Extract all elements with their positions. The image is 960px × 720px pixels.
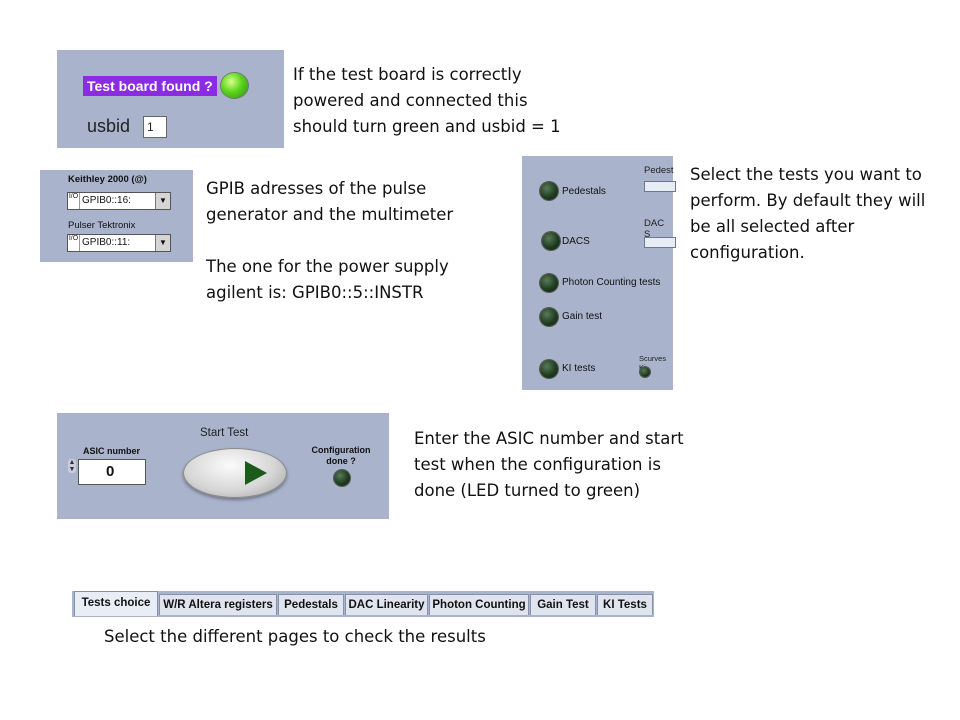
start-test-panel: ASIC number ▲▼ 0 Start Test Configuratio… [57, 413, 389, 519]
pedestals-toggle-led-icon[interactable] [540, 182, 558, 200]
configuration-done-label: Configuration done ? [311, 445, 371, 466]
pulser-address-select[interactable]: I/O GPIB0::11: ▼ [67, 234, 171, 252]
test-board-found-label: Test board found ? [83, 76, 217, 96]
test-board-panel: Test board found ? usbid 1 [57, 50, 284, 148]
dacs-toggle-led-icon[interactable] [542, 232, 560, 250]
usbid-label: usbid [87, 116, 131, 136]
tests-selection-panel: Pedestals DACS Photon Counting tests Gai… [522, 156, 676, 390]
caption-tests-selection: Select the tests you want to perform. By… [690, 165, 926, 262]
dac-field [644, 237, 676, 248]
keithley-address-value: GPIB0::16: [82, 195, 131, 206]
tab-pedestals[interactable]: Pedestals [278, 594, 344, 615]
configuration-done-led-icon [334, 470, 350, 486]
pedestals-test-label: Pedestals [562, 186, 606, 197]
tab-photon-counting[interactable]: Photon Counting [429, 594, 529, 615]
io-icon: I/O [68, 235, 80, 251]
asic-number-label: ASIC number [83, 446, 141, 456]
caption-gpib: GPIB adresses of the pulse generator and… [206, 179, 454, 302]
keithley-label: Keithley 2000 (@) [68, 174, 147, 185]
gain-test-toggle-led-icon[interactable] [540, 308, 558, 326]
test-board-led-icon [221, 73, 248, 98]
caption-test-board: If the test board is correctly powered a… [293, 65, 561, 136]
dac-field-label: DAC S [644, 218, 665, 240]
play-icon [245, 461, 267, 485]
photon-counting-toggle-led-icon[interactable] [540, 274, 558, 292]
tab-wr-altera-registers[interactable]: W/R Altera registers [159, 594, 277, 615]
results-tab-bar: Tests choice W/R Altera registers Pedest… [72, 591, 654, 617]
pulser-address-value: GPIB0::11: [82, 237, 131, 248]
usbid-field: 1 [143, 116, 167, 138]
ki-tests-label: KI tests [562, 363, 596, 374]
caption-start-test: Enter the ASIC number and start test whe… [414, 429, 684, 500]
pedestal-field-label: Pedest [644, 165, 674, 176]
tab-ki-tests[interactable]: KI Tests [597, 594, 653, 615]
keithley-address-select[interactable]: I/O GPIB0::16: ▼ [67, 192, 171, 210]
dropdown-arrow-icon[interactable]: ▼ [155, 235, 170, 251]
pulser-label: Pulser Tektronix [68, 220, 136, 231]
asic-spinner-icon[interactable]: ▲▼ [68, 459, 76, 473]
pedestal-field [644, 181, 676, 192]
photon-counting-test-label: Photon Counting tests [562, 277, 661, 288]
dropdown-arrow-icon[interactable]: ▼ [155, 193, 170, 209]
gain-test-label: Gain test [562, 311, 603, 322]
io-icon: I/O [68, 193, 80, 209]
caption-tabs: Select the different pages to check the … [104, 627, 486, 646]
ki-tests-toggle-led-icon[interactable] [540, 360, 558, 378]
tab-dac-linearity[interactable]: DAC Linearity [345, 594, 428, 615]
asic-number-input[interactable]: 0 [78, 459, 146, 485]
tab-gain-test[interactable]: Gain Test [530, 594, 596, 615]
scurves-toggle-led-icon[interactable] [640, 367, 650, 377]
dacs-test-label: DACS [562, 236, 590, 247]
gpib-panel: Keithley 2000 (@) I/O GPIB0::16: ▼ Pulse… [40, 170, 193, 262]
tab-tests-choice[interactable]: Tests choice [74, 591, 158, 616]
start-test-button[interactable] [183, 448, 287, 498]
start-test-label: Start Test [200, 427, 249, 439]
